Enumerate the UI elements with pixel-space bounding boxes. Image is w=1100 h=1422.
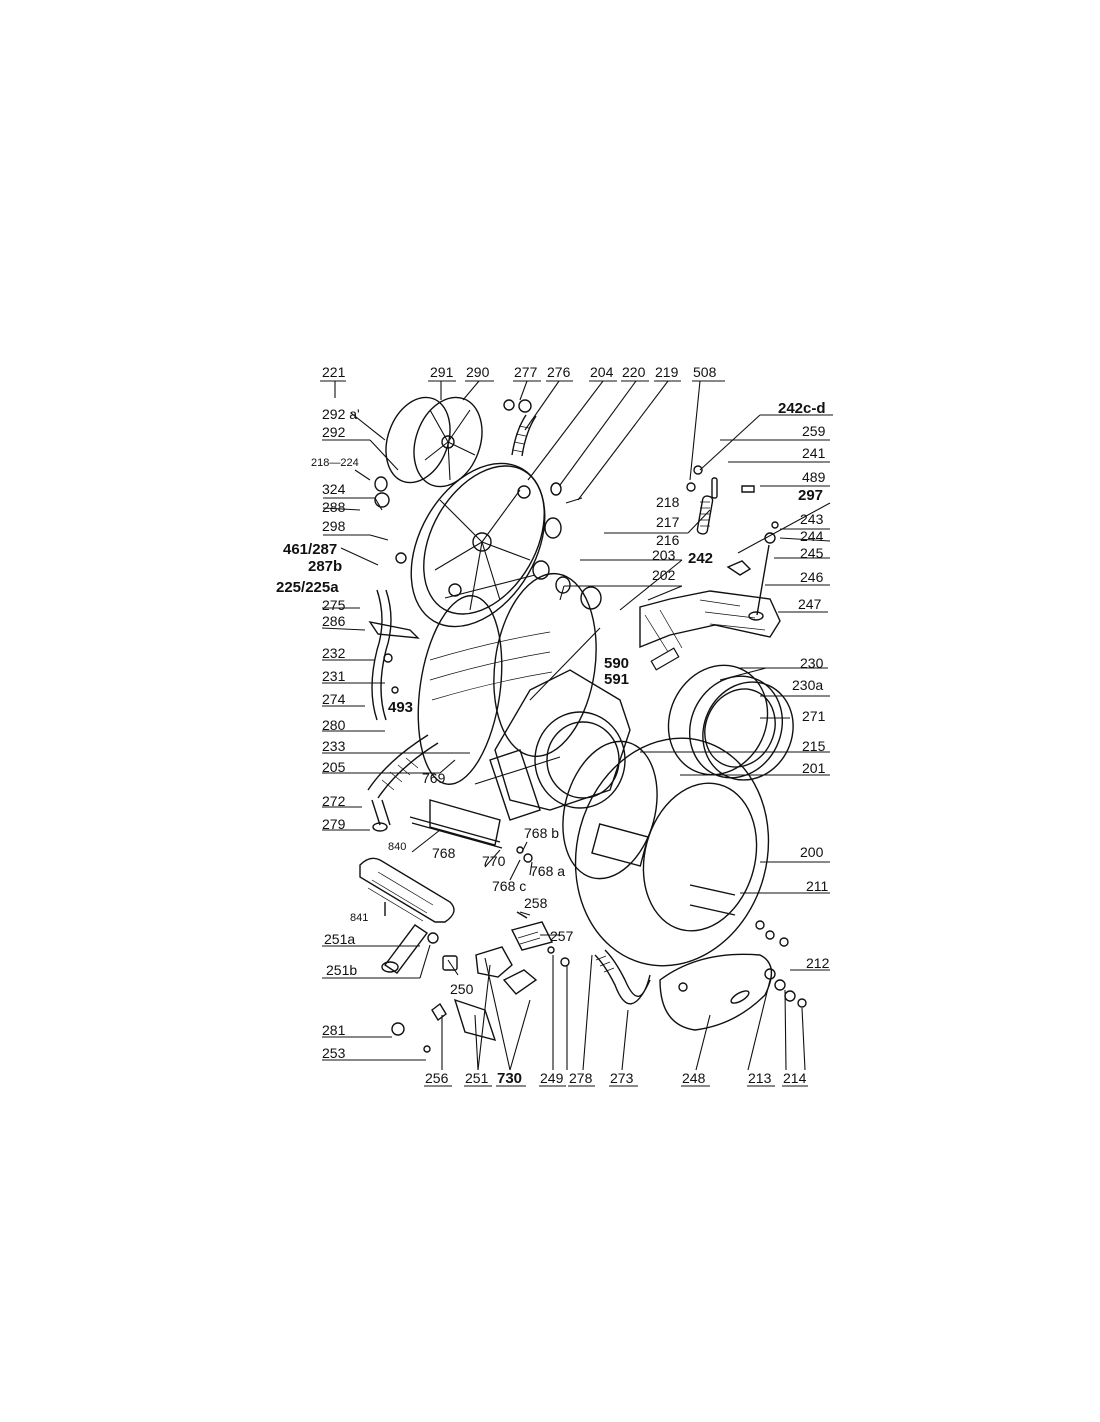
label-768a: 768 a (530, 863, 565, 879)
label-219: 219 (655, 364, 679, 380)
label-251: 251 (465, 1070, 489, 1086)
tub-back-icon (410, 462, 546, 628)
label-324: 324 (322, 481, 346, 497)
label-246: 246 (800, 569, 824, 585)
label-286: 286 (322, 613, 346, 629)
drum-icon (417, 572, 597, 785)
pulley-icon (385, 396, 483, 488)
label-232: 232 (322, 645, 346, 661)
label-247: 247 (798, 596, 822, 612)
label-590: 590 (604, 655, 629, 672)
label-277: 277 (514, 364, 538, 380)
hose-set-icon (367, 589, 439, 832)
bearing-icons (374, 476, 602, 610)
label-251a: 251a (324, 931, 355, 947)
label-230: 230 (800, 655, 824, 671)
label-203: 203 (652, 547, 676, 563)
pump-parts-icon (381, 911, 570, 1053)
label-278: 278 (569, 1070, 593, 1086)
label-245: 245 (800, 545, 824, 561)
label-253: 253 (322, 1045, 346, 1061)
label-256: 256 (425, 1070, 449, 1086)
label-218: 218 (656, 494, 680, 510)
label-215: 215 (802, 738, 826, 754)
label-292: 292 (322, 424, 346, 440)
label-508: 508 (693, 364, 717, 380)
label-230a: 230a (792, 677, 823, 693)
label-221: 221 (322, 364, 346, 380)
label-287b: 287b (308, 558, 342, 575)
label-768c: 768 c (492, 878, 526, 894)
label-461-287: 461/287 (283, 541, 337, 558)
label-292a: 292 a' (322, 406, 360, 422)
spring-icon (686, 465, 779, 621)
label-274: 274 (322, 691, 346, 707)
label-201: 201 (802, 760, 826, 776)
label-272: 272 (322, 793, 346, 809)
label-840: 840 (388, 841, 406, 853)
bracket-icon (639, 590, 781, 671)
label-220: 220 (622, 364, 646, 380)
label-225-225a: 225/225a (276, 579, 339, 596)
label-280: 280 (322, 717, 346, 733)
label-213: 213 (748, 1070, 772, 1086)
label-214: 214 (783, 1070, 807, 1086)
label-200: 200 (800, 844, 824, 860)
part-labels: 221 291 290 277 276 204 220 219 508 242c… (276, 364, 830, 1087)
label-244: 244 (800, 528, 824, 544)
label-249: 249 (540, 1070, 564, 1086)
label-281: 281 (322, 1022, 346, 1038)
label-841: 841 (350, 912, 368, 924)
label-493: 493 (388, 699, 413, 716)
label-273: 273 (610, 1070, 634, 1086)
label-290: 290 (466, 364, 490, 380)
label-258: 258 (524, 895, 548, 911)
label-257: 257 (550, 928, 574, 944)
label-297: 297 (798, 487, 823, 504)
label-248: 248 (682, 1070, 706, 1086)
label-768b: 768 b (524, 825, 559, 841)
label-233: 233 (322, 738, 346, 754)
label-291: 291 (430, 364, 454, 380)
label-298: 298 (322, 518, 346, 534)
label-243: 243 (800, 511, 824, 527)
label-279: 279 (322, 816, 346, 832)
label-204: 204 (590, 364, 614, 380)
leader-lines (320, 380, 833, 1071)
filter-plate-icon (359, 857, 455, 923)
bar-icon (409, 799, 533, 863)
label-242c-d: 242c-d (778, 400, 826, 417)
tub-front-icon (489, 669, 631, 821)
label-241: 241 (802, 445, 826, 461)
label-271: 271 (802, 708, 826, 724)
label-769: 769 (422, 770, 446, 786)
label-218-224: 218—224 (311, 457, 359, 469)
label-202: 202 (652, 567, 676, 583)
label-217: 217 (656, 514, 680, 530)
label-259: 259 (802, 423, 826, 439)
label-242: 242 (688, 550, 713, 567)
label-250: 250 (450, 981, 474, 997)
label-251b: 251b (326, 962, 357, 978)
label-231: 231 (322, 668, 346, 684)
door-seal-icon (667, 664, 794, 781)
label-489: 489 (802, 469, 826, 485)
label-211: 211 (806, 878, 829, 894)
label-205: 205 (322, 759, 346, 775)
label-770: 770 (482, 853, 506, 869)
label-216: 216 (656, 532, 680, 548)
label-276: 276 (547, 364, 571, 380)
hose-icon (503, 399, 537, 457)
front-panel-icon (562, 737, 789, 967)
label-730: 730 (497, 1070, 522, 1087)
label-212: 212 (806, 955, 830, 971)
label-288: 288 (322, 499, 346, 515)
label-768: 768 (432, 845, 456, 861)
label-275: 275 (322, 597, 346, 613)
label-591: 591 (604, 671, 629, 688)
